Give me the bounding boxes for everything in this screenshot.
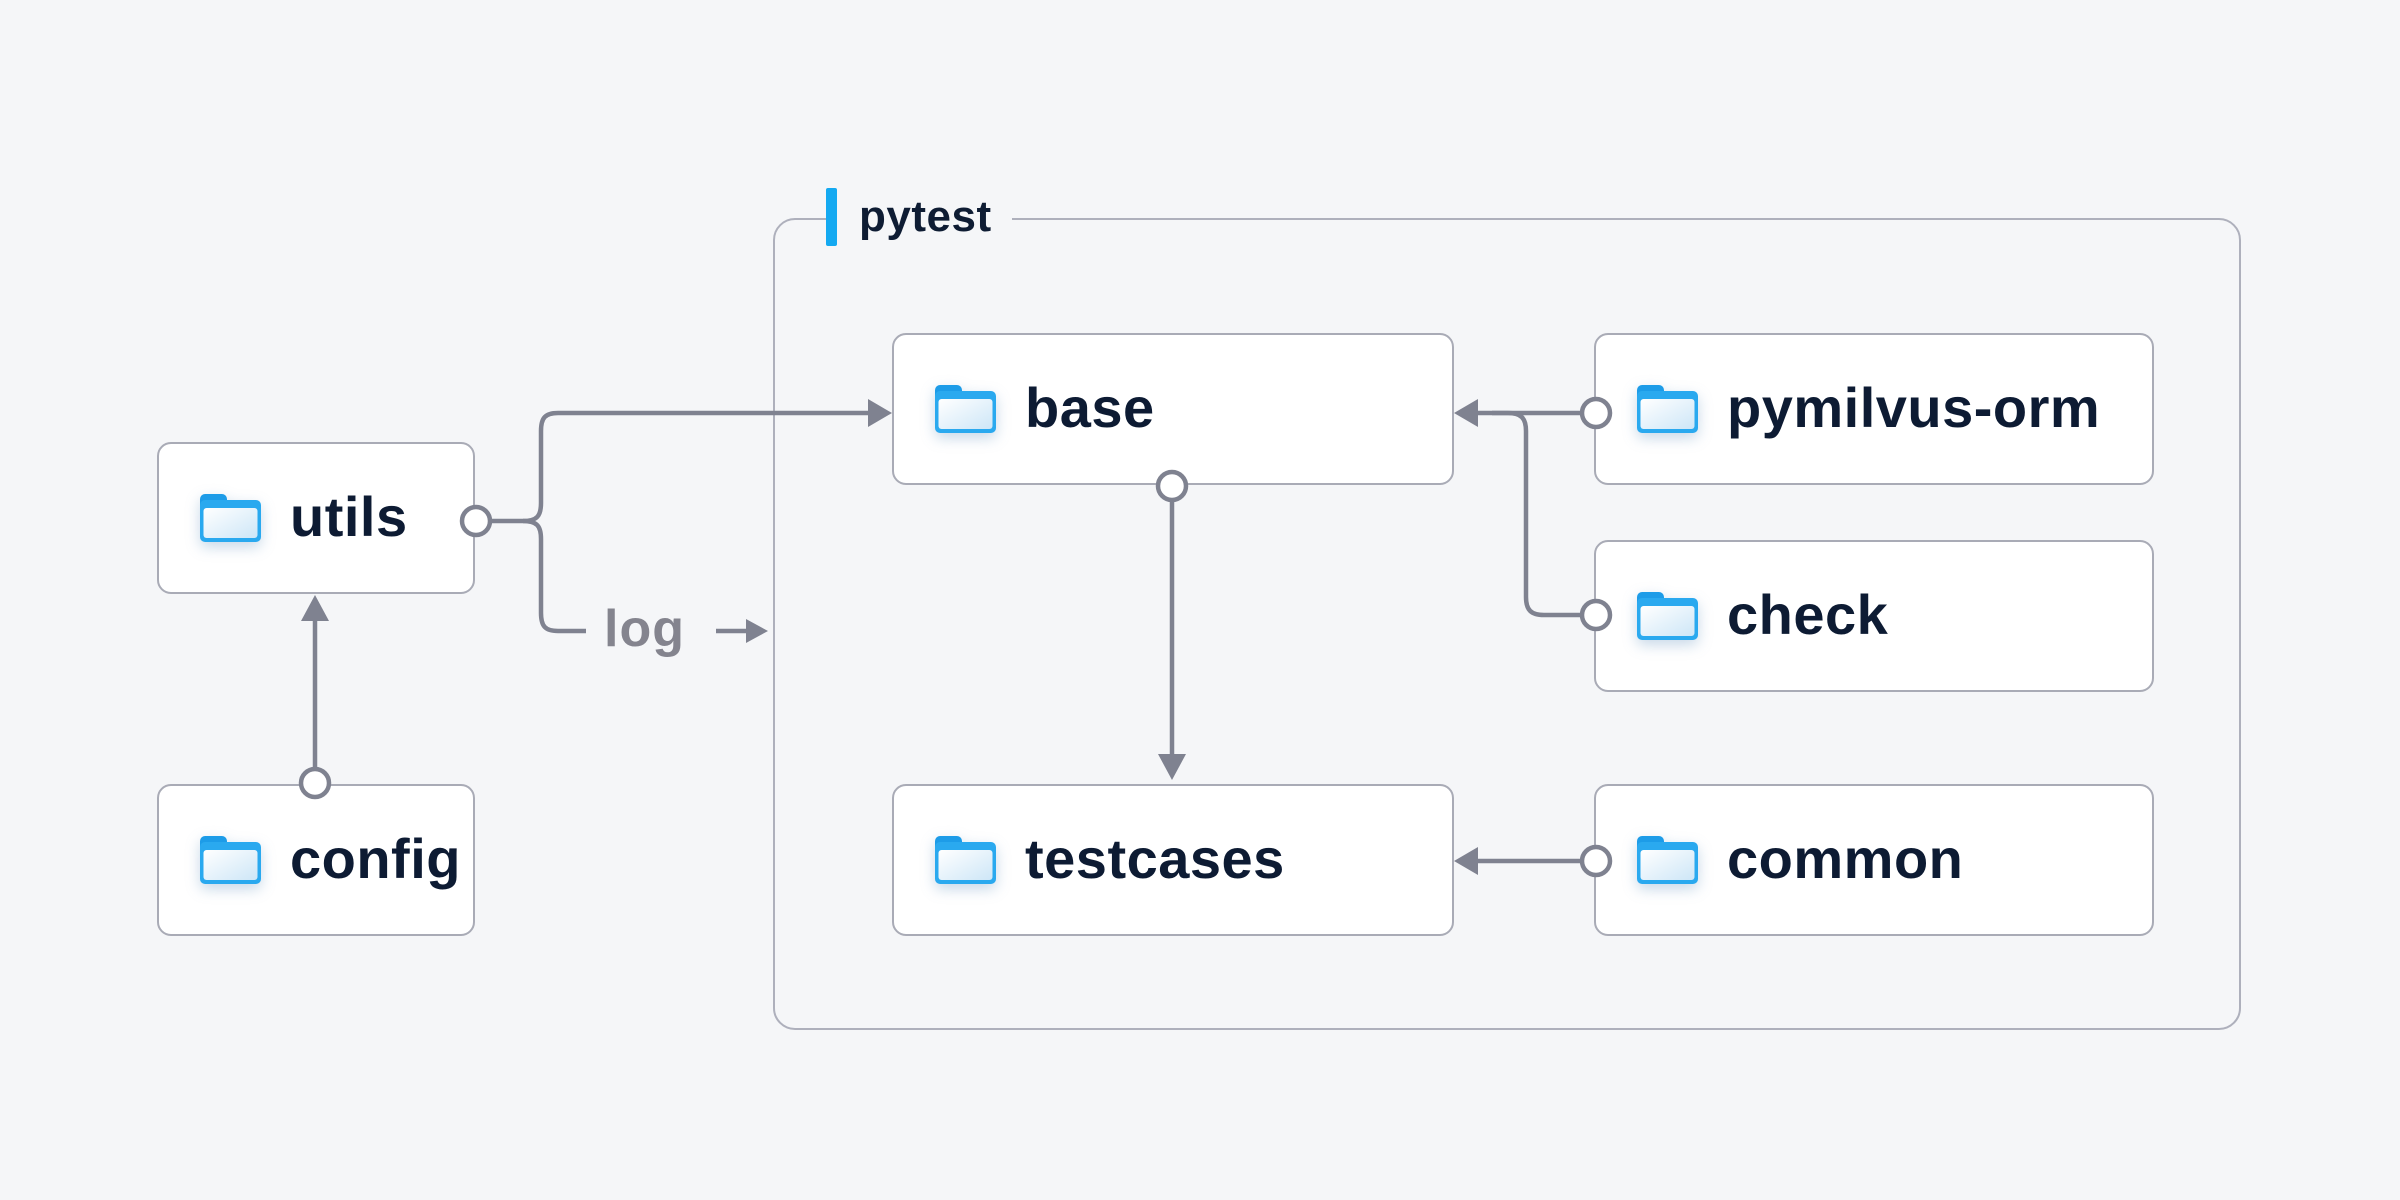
node-label: utils (290, 484, 408, 548)
arrowhead-up (301, 595, 329, 621)
node-utils: utils (157, 442, 475, 594)
edge-label-log: log (604, 600, 685, 658)
folder-icon (200, 836, 261, 884)
folder-icon (200, 494, 261, 542)
accent-bar (826, 188, 837, 246)
group-title: pytest (859, 192, 992, 241)
node-label: check (1727, 582, 1889, 646)
node-testcases: testcases (892, 784, 1454, 936)
node-check: check (1594, 540, 2154, 692)
node-label: config (290, 826, 461, 890)
node-config: config (157, 784, 475, 936)
arrowhead-right-small (746, 619, 768, 643)
folder-icon (1637, 836, 1698, 884)
node-common: common (1594, 784, 2154, 936)
node-label: common (1727, 826, 1964, 890)
node-base: base (892, 333, 1454, 485)
folder-icon (1637, 385, 1698, 433)
group-pytest (773, 218, 2241, 1030)
folder-icon (1637, 592, 1698, 640)
node-label: testcases (1025, 826, 1285, 890)
node-label: base (1025, 375, 1155, 439)
node-pymilvus-orm: pymilvus-orm (1594, 333, 2154, 485)
node-label: pymilvus-orm (1727, 375, 2101, 439)
folder-icon (935, 385, 996, 433)
folder-icon (935, 836, 996, 884)
group-pytest-label: pytest (826, 188, 1012, 246)
